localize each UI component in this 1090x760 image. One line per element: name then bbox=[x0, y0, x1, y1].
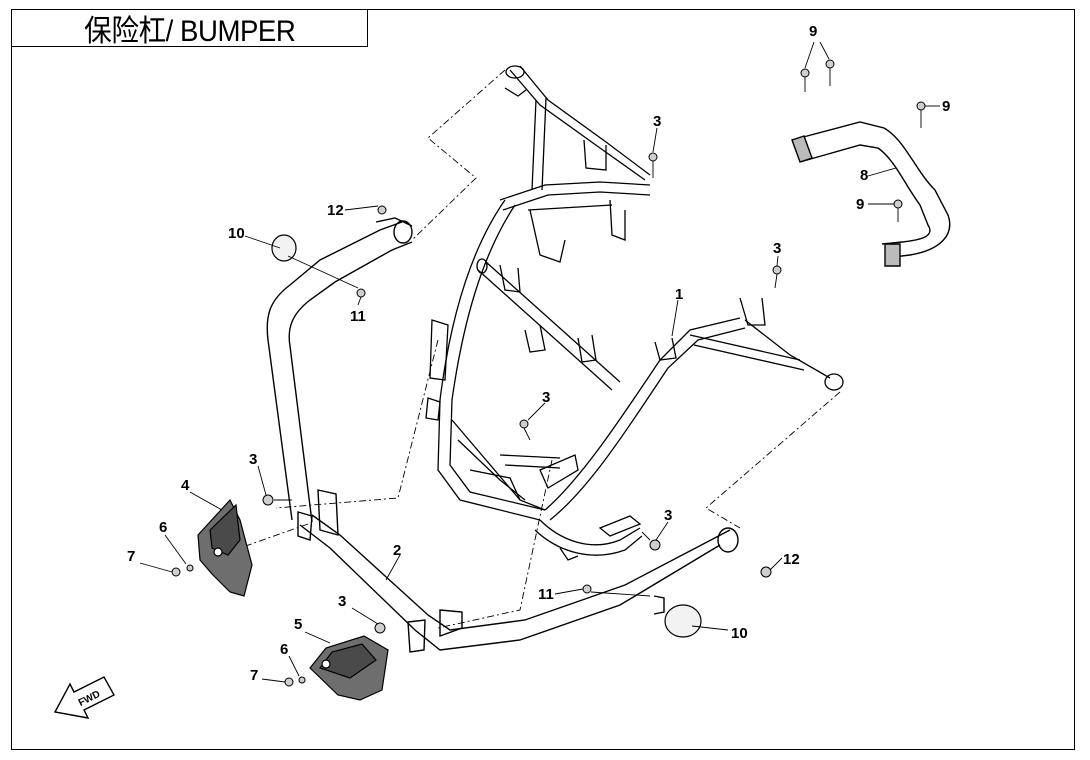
callout-3-bottom: 3 bbox=[338, 593, 346, 610]
callout-6-lower: 6 bbox=[280, 641, 288, 658]
callout-10-right: 10 bbox=[731, 625, 748, 642]
callout-3-left: 3 bbox=[249, 451, 257, 468]
callout-9-mid: 9 bbox=[856, 196, 864, 213]
rear-bumper-part-8 bbox=[791, 121, 951, 267]
callout-12-right: 12 bbox=[783, 551, 800, 568]
callout-9-right: 9 bbox=[942, 98, 950, 115]
callout-1: 1 bbox=[675, 286, 683, 303]
callout-11-bottom: 11 bbox=[538, 586, 554, 603]
callout-2: 2 bbox=[393, 542, 401, 559]
callout-5: 5 bbox=[294, 616, 302, 633]
leader-lines bbox=[139, 41, 940, 683]
callout-12-top: 12 bbox=[327, 202, 344, 219]
callout-10-left: 10 bbox=[228, 225, 245, 242]
callout-4: 4 bbox=[181, 477, 190, 494]
callout-11-left: 11 bbox=[350, 308, 366, 325]
callout-labels: 1 2 3 3 3 3 3 3 4 5 6 6 7 7 8 9 9 9 10 1… bbox=[127, 23, 950, 684]
dashed-reference-lines bbox=[239, 69, 841, 629]
callout-8: 8 bbox=[860, 167, 868, 184]
fasteners bbox=[171, 59, 926, 687]
cover-part-4 bbox=[197, 498, 253, 597]
pad-parts-10 bbox=[271, 234, 702, 638]
callout-3-front-right: 3 bbox=[664, 507, 672, 524]
page-title: 保险杠/ BUMPER bbox=[83, 15, 296, 48]
callout-7-lower: 7 bbox=[250, 667, 258, 684]
callout-3-center: 3 bbox=[542, 389, 550, 406]
callout-9-top: 9 bbox=[809, 23, 817, 40]
cover-part-5 bbox=[309, 635, 389, 701]
bumper-part-2 bbox=[266, 217, 739, 653]
fwd-arrow-icon: FWD bbox=[53, 676, 115, 719]
callout-7-upper: 7 bbox=[127, 548, 135, 565]
title-box: 保险杠/ BUMPER bbox=[11, 9, 368, 48]
frame-part-1 bbox=[425, 65, 844, 561]
callout-6-upper: 6 bbox=[159, 519, 167, 536]
diagram-frame bbox=[11, 9, 1075, 750]
callout-3-top: 3 bbox=[653, 113, 661, 130]
callout-3-right: 3 bbox=[773, 240, 781, 257]
